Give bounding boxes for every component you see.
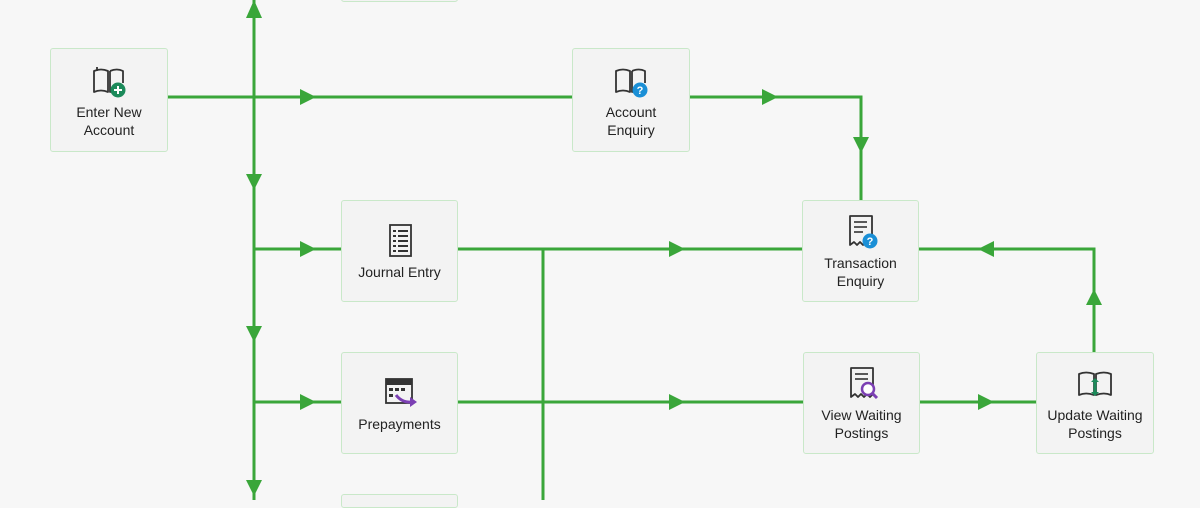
arrow-right-to-transaction — [669, 241, 685, 257]
arrow-left-to-transaction — [978, 241, 994, 257]
node-label: Account Enquiry — [605, 104, 657, 138]
enter-new-account-node[interactable]: Enter New Account — [50, 48, 168, 152]
arrow-down-trunk-1 — [246, 174, 262, 190]
svg-text:?: ? — [637, 85, 644, 97]
arrow-right-row1-b — [762, 89, 778, 105]
update-waiting-postings-node[interactable]: Update Waiting Postings — [1036, 352, 1154, 454]
node-label: Journal Entry — [358, 264, 441, 280]
view-waiting-postings-node[interactable]: View Waiting Postings — [803, 352, 920, 454]
node-label: Update Waiting Postings — [1047, 407, 1143, 441]
svg-text:?: ? — [866, 236, 873, 248]
partial-node-bottom[interactable] — [341, 494, 458, 508]
arrow-right-to-journal — [300, 241, 316, 257]
account-enquiry-node[interactable]: ? Account Enquiry — [572, 48, 690, 152]
book-add-icon — [93, 67, 126, 98]
book-question-icon: ? — [615, 68, 648, 98]
prepayments-node[interactable]: Prepayments — [341, 352, 458, 454]
book-update-icon — [1078, 371, 1112, 396]
node-label: Prepayments — [358, 416, 441, 432]
arrow-down-to-transaction — [853, 137, 869, 153]
transaction-enquiry-node[interactable]: ? Transaction Enquiry — [802, 200, 919, 302]
calendar-arrow-icon — [384, 378, 417, 407]
receipt-search-icon — [849, 367, 878, 400]
partial-node-top[interactable] — [341, 0, 458, 2]
arrow-right-to-update-waiting — [978, 394, 994, 410]
arrow-down-trunk-3 — [246, 480, 262, 496]
connector-account-enquiry-to-transaction — [690, 95, 863, 200]
arrow-right-to-view-waiting — [669, 394, 685, 410]
connector-update-waiting-to-transaction — [919, 247, 1096, 352]
node-label: View Waiting Postings — [821, 407, 902, 441]
node-label: Enter New Account — [76, 104, 142, 138]
node-label: Transaction Enquiry — [824, 255, 897, 289]
receipt-question-icon: ? — [848, 215, 877, 249]
arrow-up-trunk-top — [246, 0, 262, 18]
arrow-right-row1-a — [300, 89, 316, 105]
arrow-up-from-update — [1086, 289, 1102, 305]
journal-entry-node[interactable]: Journal Entry — [341, 200, 458, 302]
arrow-down-trunk-2 — [246, 326, 262, 342]
arrow-right-to-prepayments — [300, 394, 316, 410]
list-document-icon — [388, 224, 412, 257]
